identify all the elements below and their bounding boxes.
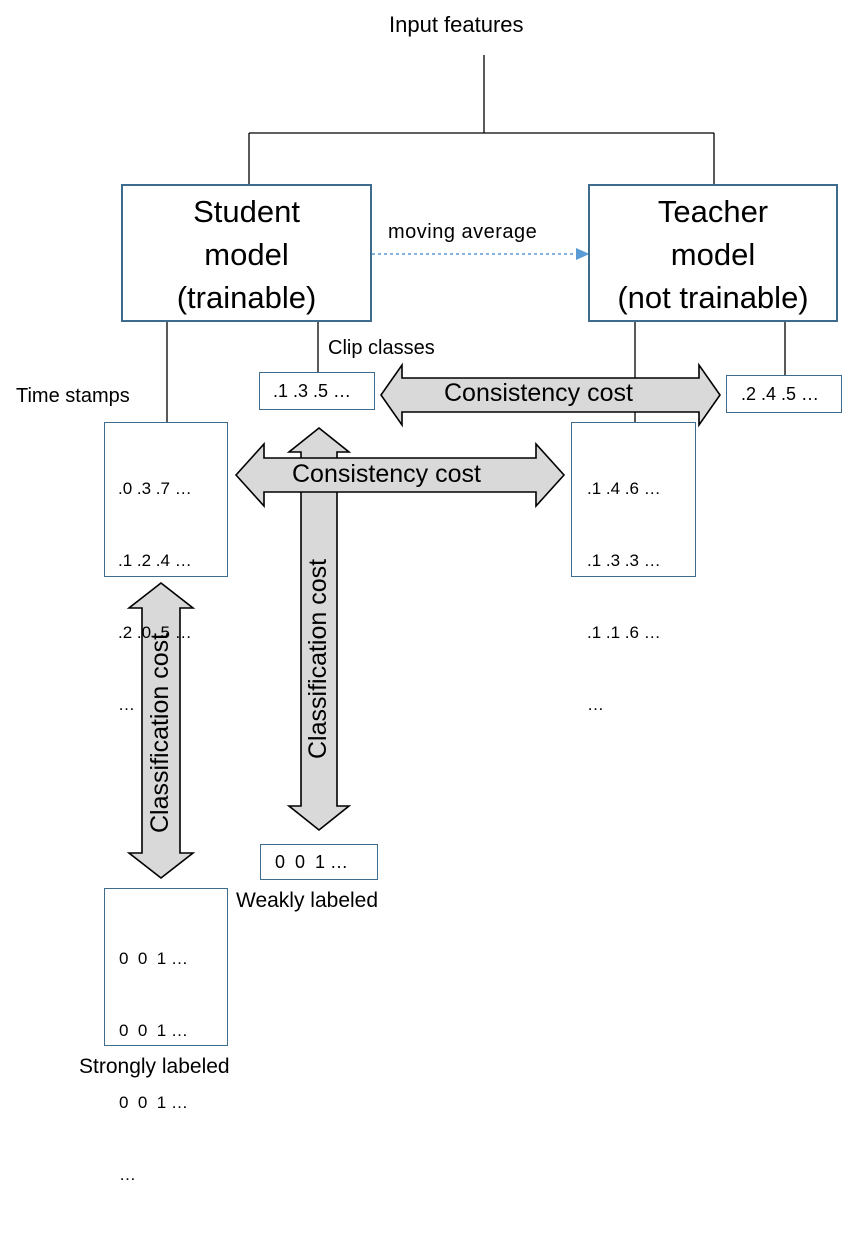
teacher-frame-matrix: .1 .4 .6 … .1 .3 .3 … .1 .1 .6 … … — [587, 429, 661, 765]
strong-label-row: 0 0 1 … — [119, 1021, 188, 1040]
weak-label-vector-box: 0 0 1 … — [260, 844, 378, 880]
teacher-frame-row: .1 .4 .6 … — [587, 479, 661, 498]
student-clip-vector: .1 .3 .5 … — [273, 381, 352, 401]
clip-classes-label: Clip classes — [328, 337, 435, 359]
strong-label-matrix-box: 0 0 1 … 0 0 1 … 0 0 1 … … — [104, 888, 228, 1184]
strong-label-row: … — [119, 1165, 136, 1184]
teacher-frame-row: … — [587, 695, 604, 714]
consistency-cost-label-frame: Consistency cost — [292, 460, 481, 488]
teacher-title-line-1: Teacher — [657, 194, 769, 229]
student-model-box: Student model (trainable) — [121, 184, 372, 322]
weakly-labeled-label: Weakly labeled — [236, 889, 379, 912]
diagram-canvas — [126, 55, 786, 880]
classification-cost-label-strong: Classification cost — [146, 632, 174, 833]
student-frame-matrix: .0 .3 .7 … .1 .2 .4 … .2 .0 .5 … … — [118, 429, 192, 765]
weak-label-vector: 0 0 1 … — [275, 852, 349, 872]
time-stamps-label: Time stamps — [16, 385, 130, 407]
consistency-cost-arrow-frame — [234, 441, 566, 509]
student-frame-row: .0 .3 .7 … — [118, 479, 192, 498]
teacher-frame-row: .1 .3 .3 … — [587, 551, 661, 570]
teacher-model-box: Teacher model (not trainable) — [588, 184, 838, 322]
teacher-clip-vector-box: .2 .4 .5 … — [726, 375, 842, 413]
student-title-line-2: model — [204, 237, 289, 272]
classification-cost-arrow-weak — [286, 426, 352, 832]
student-frame-row: … — [118, 695, 135, 714]
input-tree-lines — [248, 55, 715, 184]
student-clip-vector-box: .1 .3 .5 … — [259, 372, 375, 410]
teacher-title-line-3: (not trainable) — [617, 280, 809, 315]
teacher-title-line-2: model — [670, 237, 756, 272]
strongly-labeled-label: Strongly labeled — [79, 1055, 230, 1078]
teacher-model-title: Teacher model (not trainable) — [590, 190, 836, 319]
student-title-line-3: (trainable) — [176, 280, 317, 315]
consistency-cost-arrow-clip — [380, 362, 721, 428]
strong-label-row: 0 0 1 … — [119, 949, 188, 968]
classification-cost-arrow-strong — [126, 581, 196, 880]
teacher-frame-matrix-box: .1 .4 .6 … .1 .3 .3 … .1 .1 .6 … … — [571, 422, 696, 714]
input-features-label: Input features — [389, 12, 524, 37]
teacher-clip-vector: .2 .4 .5 … — [741, 384, 820, 404]
teacher-frame-row: .1 .1 .6 … — [587, 623, 661, 642]
student-frame-row: .2 .0 .5 … — [118, 623, 192, 642]
student-frame-row: .1 .2 .4 … — [118, 551, 192, 570]
student-title-line-1: Student — [193, 194, 300, 229]
student-frame-matrix-box: .0 .3 .7 … .1 .2 .4 … .2 .0 .5 … … — [104, 422, 228, 714]
classification-cost-label-weak: Classification cost — [304, 558, 332, 759]
strong-label-row: 0 0 1 … — [119, 1093, 188, 1112]
student-model-title: Student model (trainable) — [123, 190, 370, 319]
consistency-cost-label-clip: Consistency cost — [444, 379, 633, 407]
moving-average-label: moving average — [388, 221, 538, 243]
